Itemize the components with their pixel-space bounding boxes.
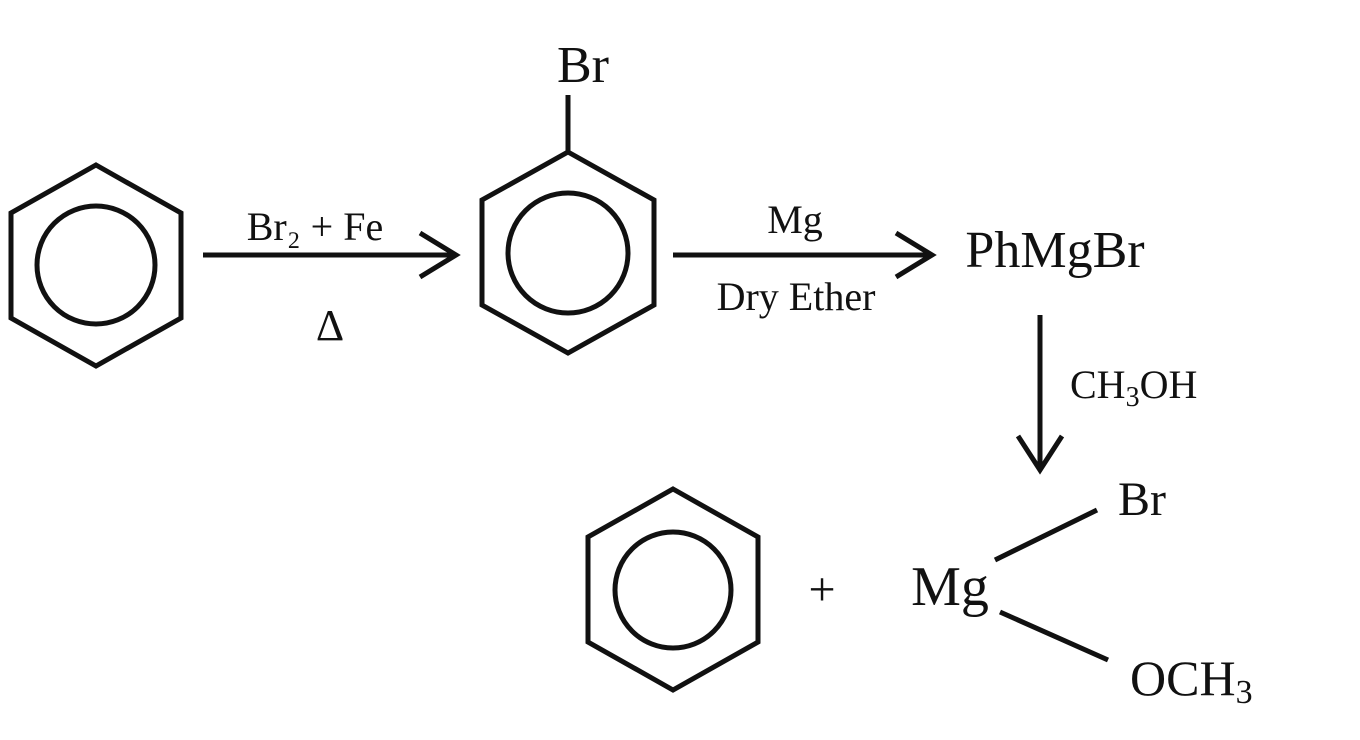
methoxymagnesium-bromide: Mg Br OCH3 xyxy=(911,473,1252,711)
step3-reagent: CH3OH xyxy=(1070,362,1197,413)
step2-arrow-head xyxy=(894,230,937,280)
bromobenzene-ring xyxy=(479,149,657,356)
step2-reagent: Mg xyxy=(767,197,823,242)
benzene-start xyxy=(8,162,184,369)
och3-subscript: 3 xyxy=(1236,674,1253,711)
step1-condition: Δ xyxy=(316,301,344,350)
benzene-product xyxy=(585,486,761,693)
plus-sign: + xyxy=(808,563,835,616)
bromobenzene-br-label: Br xyxy=(557,37,609,94)
step3-reagent-subscript: 3 xyxy=(1126,382,1140,413)
mg-label: Mg xyxy=(911,556,989,618)
br-ligand-label: Br xyxy=(1118,473,1166,526)
benzene-start-ring xyxy=(8,162,184,369)
benzene-product-aromatic-circle xyxy=(612,529,734,651)
mg-br-bond xyxy=(993,507,1099,563)
mg-o-bond xyxy=(998,609,1110,663)
step3-reagent-main: CH xyxy=(1070,362,1126,407)
step3-arrow-group: CH3OH xyxy=(1015,315,1197,475)
bromobenzene: Br xyxy=(479,37,657,356)
och3-main: OCH xyxy=(1130,650,1236,706)
och3-ligand-label: OCH3 xyxy=(1130,650,1253,711)
benzene-start-aromatic-circle xyxy=(34,203,158,327)
benzene-product-ring xyxy=(585,486,761,693)
step3-reagent-tail: OH xyxy=(1140,362,1198,407)
step2-condition: Dry Ether xyxy=(717,274,876,319)
step2-arrow-group: Mg Dry Ether xyxy=(673,197,937,319)
bromobenzene-aromatic-circle xyxy=(505,190,631,316)
step1-arrow-head xyxy=(418,230,461,280)
step1-reagent: Br₂ + Fe xyxy=(247,204,384,249)
step3-arrow-head xyxy=(1015,434,1065,475)
step1-arrow-group: Br₂ + Fe Δ xyxy=(203,204,461,350)
grignard-label: PhMgBr xyxy=(965,222,1144,279)
